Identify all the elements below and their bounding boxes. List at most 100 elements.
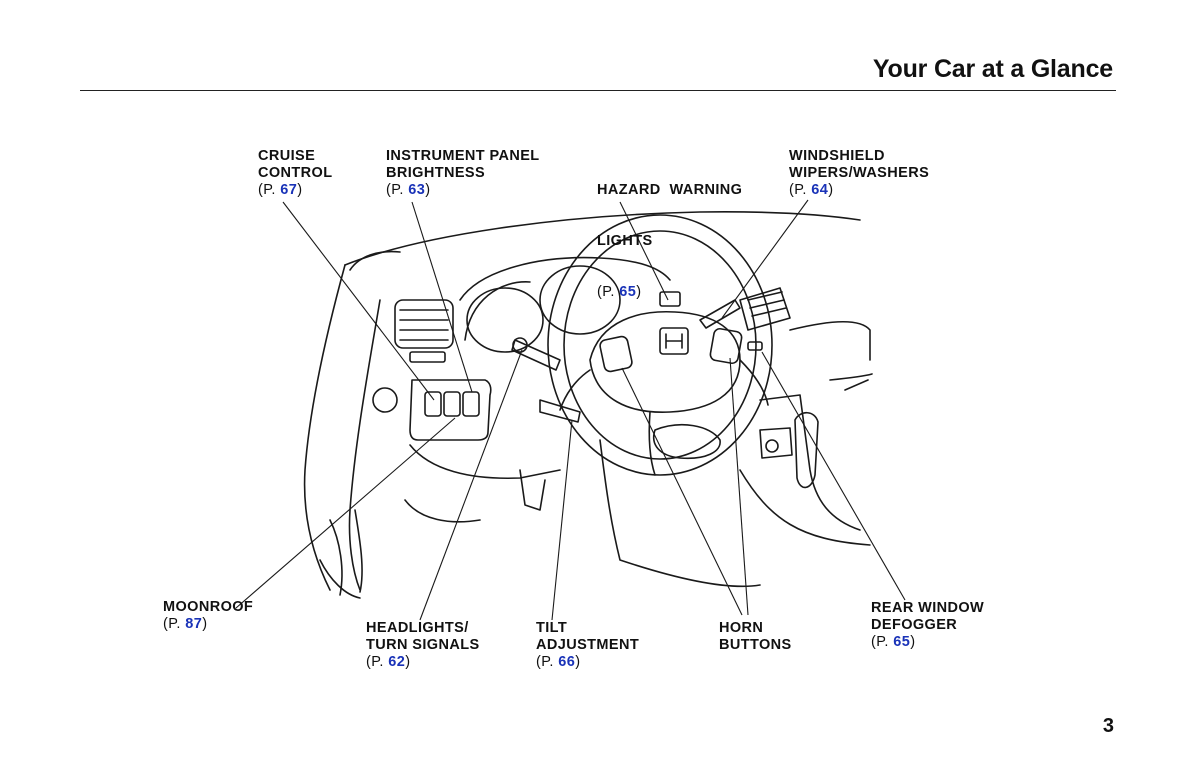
page-ref-prefix: (P. (597, 284, 620, 300)
center-vent (739, 287, 791, 331)
callout-label: HAZARD WARNING (597, 182, 743, 198)
page-reference: (P. 66) (536, 654, 639, 671)
leader-hazard (619, 201, 669, 301)
gauge-left (466, 287, 544, 353)
page-link-67[interactable]: 67 (280, 182, 298, 198)
page-ref-prefix: (P. (366, 654, 389, 670)
page-ref-suffix: ) (910, 634, 916, 650)
callout-label: DEFOGGER (871, 617, 958, 633)
dash-top-edge (344, 211, 861, 266)
page-ref-prefix: (P. (386, 182, 409, 198)
defogger-button (747, 341, 763, 351)
leader-defogger (761, 351, 906, 601)
horn-pad-left (599, 335, 633, 373)
callout-label: CRUISE (258, 148, 316, 164)
page-ref-suffix: ) (828, 182, 834, 198)
gauge-center (539, 265, 621, 335)
leader-moonroof (235, 417, 456, 609)
callout-label: WINDSHIELD (789, 148, 885, 164)
wiper-stalk (699, 299, 741, 329)
leader-lines (235, 199, 906, 621)
tilt-lever (539, 399, 581, 423)
callout-label: BUTTONS (719, 637, 792, 653)
dash-right (789, 320, 871, 361)
page-reference: (P. 65) (597, 284, 742, 301)
horn-pad-right (709, 327, 743, 365)
callout-label: INSTRUMENT PANEL (386, 148, 540, 164)
callout-hazard-warning-lights: HAZARD WARNING LIGHTS (P. 65) (597, 148, 742, 318)
dashboard-drawing (303, 211, 873, 599)
callout-rear-window-defogger: REAR WINDOW DEFOGGER (P. 65) (871, 600, 984, 651)
callout-headlights-turn-signals: HEADLIGHTS/ TURN SIGNALS (P. 62) (366, 620, 480, 671)
callout-label: HEADLIGHTS/ (366, 620, 469, 636)
honda-emblem (659, 327, 689, 355)
page-link-87[interactable]: 87 (185, 616, 203, 632)
callout-moonroof: MOONROOF (P. 87) (163, 599, 253, 633)
callout-label: MOONROOF (163, 599, 254, 615)
callout-label: TURN SIGNALS (366, 637, 480, 653)
page-link-65[interactable]: 65 (619, 284, 637, 300)
leader-instrument-brightness (411, 201, 473, 393)
callout-label: WIPERS/WASHERS (789, 165, 930, 181)
leader-tilt (551, 419, 573, 621)
page-ref-suffix: ) (297, 182, 303, 198)
page-reference: (P. 87) (163, 616, 253, 633)
switch-panel (409, 379, 492, 441)
steering-hub (589, 310, 741, 413)
leader-horn-left (621, 367, 743, 616)
center-console (759, 394, 861, 531)
page-reference: (P. 62) (366, 654, 480, 671)
page-link-63[interactable]: 63 (408, 182, 426, 198)
page-ref-prefix: (P. (258, 182, 281, 198)
lower-hub (653, 424, 721, 460)
leader-wipers (721, 199, 809, 319)
page-reference: (P. 64) (789, 182, 929, 199)
page-reference: (P. 65) (871, 634, 984, 651)
title-divider (80, 90, 1116, 91)
callout-instrument-panel-brightness: INSTRUMENT PANEL BRIGHTNESS (P. 63) (386, 148, 540, 199)
callout-label: BRIGHTNESS (386, 165, 486, 181)
page-link-64[interactable]: 64 (811, 182, 829, 198)
page-title: Your Car at a Glance (872, 55, 1113, 83)
callout-tilt-adjustment: TILT ADJUSTMENT (P. 66) (536, 620, 639, 671)
page-ref-suffix: ) (202, 616, 208, 632)
page-link-62[interactable]: 62 (388, 654, 406, 670)
callout-label: HORN (719, 620, 764, 636)
page-ref-prefix: (P. (871, 634, 894, 650)
callout-label: ADJUSTMENT (536, 637, 640, 653)
page-ref-suffix: ) (636, 284, 642, 300)
page-reference: (P. 63) (386, 182, 540, 199)
leader-cruise-control (282, 201, 435, 401)
page-number: 3 (1102, 715, 1114, 737)
knee-panel (409, 444, 561, 480)
callout-label: REAR WINDOW (871, 600, 985, 616)
callout-label: TILT (536, 620, 568, 636)
page-link-65[interactable]: 65 (893, 634, 911, 650)
callout-horn-buttons: HORN BUTTONS (719, 620, 792, 654)
dash-left-side (303, 264, 346, 591)
page-ref-suffix: ) (405, 654, 411, 670)
side-round-vent (372, 387, 398, 413)
page-ref-suffix: ) (575, 654, 581, 670)
callout-label: LIGHTS (597, 233, 653, 249)
page-reference: (P. 67) (258, 182, 333, 199)
leader-horn-right (729, 357, 749, 616)
callout-windshield-wipers-washers: WINDSHIELD WIPERS/WASHERS (P. 64) (789, 148, 929, 199)
headlight-stalk (511, 339, 561, 371)
hazard-switch (659, 291, 681, 307)
leader-headlights (419, 349, 523, 621)
gear-shifter (794, 411, 819, 489)
left-air-vent (394, 299, 454, 349)
steering-wheel-rim-inner (563, 230, 757, 460)
page-link-66[interactable]: 66 (558, 654, 576, 670)
instrument-hood (459, 256, 671, 301)
callout-cruise-control: CRUISE CONTROL (P. 67) (258, 148, 333, 199)
page-ref-suffix: ) (425, 182, 431, 198)
dash-left-inner (348, 299, 381, 591)
page-ref-prefix: (P. (536, 654, 559, 670)
callout-label: CONTROL (258, 165, 333, 181)
page-ref-prefix: (P. (163, 616, 186, 632)
steering-wheel-rim (547, 214, 773, 476)
dash-upper-curve (349, 250, 401, 271)
